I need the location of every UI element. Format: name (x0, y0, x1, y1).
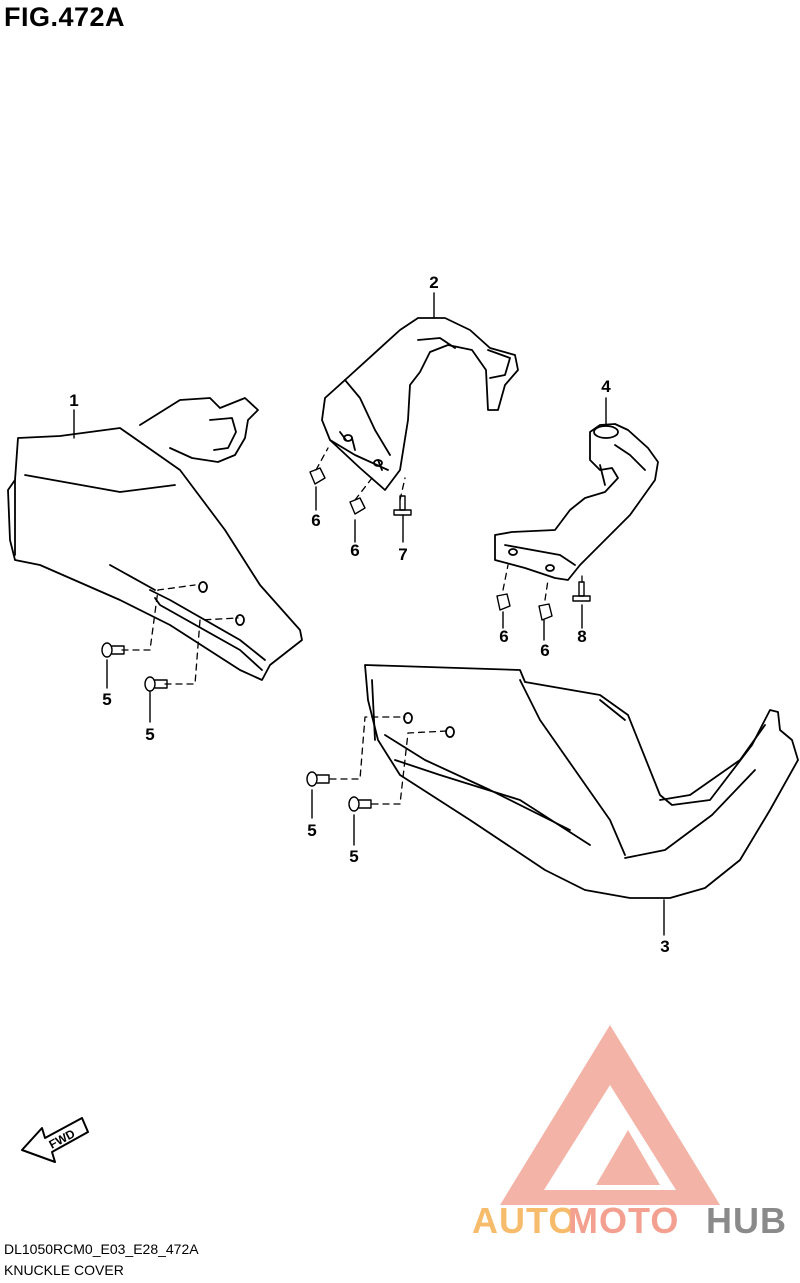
callout-5: 5 (349, 847, 358, 866)
watermark-text-auto: AUTO (472, 1200, 578, 1241)
screw-icon (306, 771, 330, 787)
callout-7: 7 (398, 545, 407, 564)
leader-lines (73, 292, 665, 936)
callout-6: 6 (311, 511, 320, 530)
bolt-8-icon (572, 581, 591, 602)
bolt-7-icon (393, 495, 412, 516)
watermark-text-hub: HUB (706, 1200, 787, 1241)
part-1-left-knuckle-cover (7, 397, 303, 681)
callout-4: 4 (601, 377, 611, 396)
model-code: DL1050RCM0_E03_E28_472A (4, 1241, 199, 1257)
part-2-bracket (321, 317, 519, 491)
callout-5: 5 (307, 821, 316, 840)
section-name: KNUCKLE COVER (4, 1262, 124, 1278)
bolt-icons (393, 495, 591, 602)
callout-1: 1 (69, 391, 78, 410)
nut-icon (309, 467, 326, 485)
callout-5: 5 (102, 690, 111, 709)
nut-icon (349, 497, 366, 515)
callout-3: 3 (660, 937, 669, 956)
nut-6-icons (309, 467, 553, 621)
callout-6: 6 (499, 627, 508, 646)
fwd-arrow-icon (21, 1117, 89, 1163)
watermark-text-moto: MOTO (568, 1200, 680, 1241)
nut-icon (538, 603, 553, 621)
callout-6: 6 (540, 641, 549, 660)
callout-5: 5 (145, 725, 154, 744)
screw-5-icons (101, 642, 372, 812)
watermark-logo (500, 1025, 720, 1205)
nut-icon (496, 593, 511, 611)
screw-icon (101, 642, 125, 658)
callout-2: 2 (429, 273, 438, 292)
screw-icon (348, 796, 372, 812)
callout-numbers: 1 2 3 4 5 5 5 5 6 6 6 6 7 8 (69, 273, 669, 956)
callout-8: 8 (577, 627, 586, 646)
callout-6: 6 (350, 541, 359, 560)
part-3-right-knuckle-cover (364, 664, 799, 899)
part-4-bracket (494, 423, 659, 581)
screw-icon (144, 676, 168, 692)
figure-title: FIG.472A (4, 2, 126, 32)
dashed-leaders (121, 447, 583, 805)
